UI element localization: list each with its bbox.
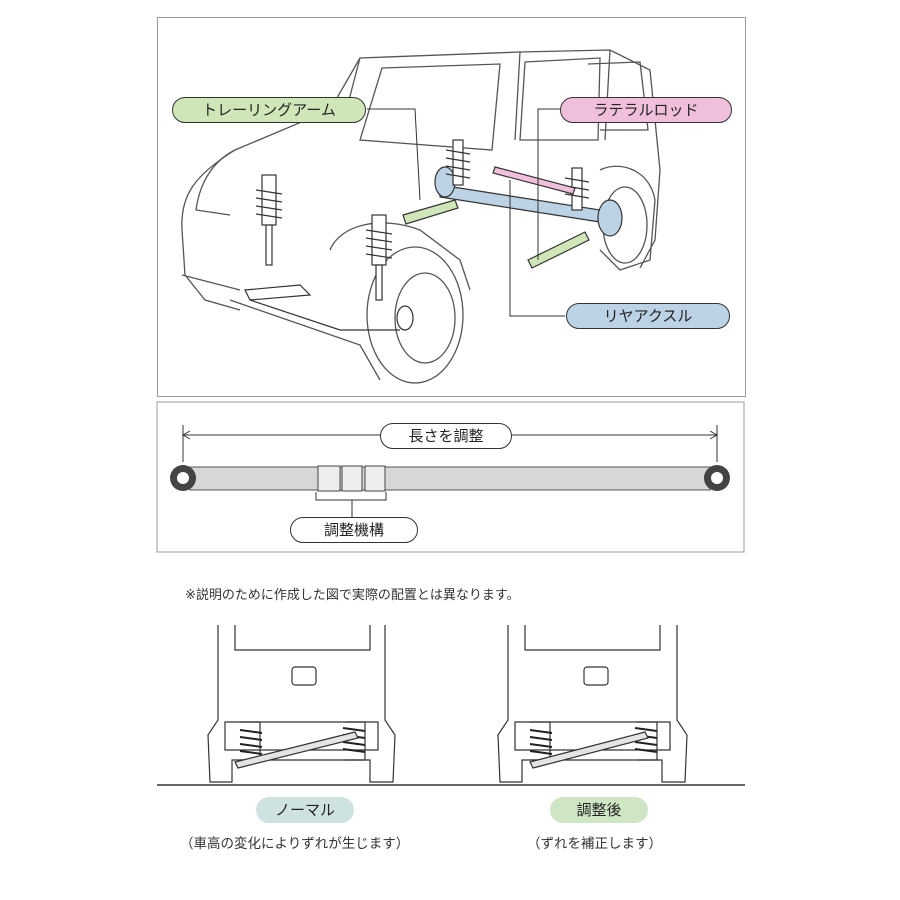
normal-rear-view bbox=[207, 625, 396, 783]
disclaimer-note: ※説明のために作成した図で実際の配置とは異なります。 bbox=[185, 588, 520, 603]
car-body-outline bbox=[181, 49, 661, 384]
adjusted-rear-view bbox=[497, 625, 688, 783]
trailing-arm-label: トレーリングアーム bbox=[172, 97, 366, 123]
front-struts bbox=[244, 174, 414, 331]
normal-title: ノーマル bbox=[256, 797, 354, 823]
normal-caption: （車高の変化によりずれが生じます） bbox=[180, 836, 410, 852]
adjusted-caption: （ずれを補正します） bbox=[527, 836, 662, 852]
adjusted-title: 調整後 bbox=[550, 797, 648, 823]
trailing-arms bbox=[402, 199, 590, 269]
leader-lines bbox=[367, 108, 565, 317]
lateral-rod-shape bbox=[492, 166, 576, 195]
rear-axle-label: リヤアクスル bbox=[566, 303, 730, 329]
lateral-rod-label: ラテラルロッド bbox=[560, 97, 732, 123]
length-adjust-label: 長さを調整 bbox=[380, 423, 512, 449]
adjust-mechanism-label: 調整機構 bbox=[290, 517, 418, 543]
